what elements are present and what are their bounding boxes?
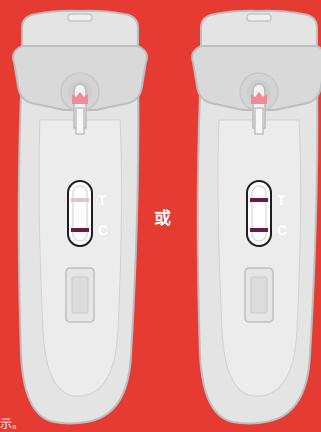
result-window-inner: [73, 186, 87, 241]
test-device-1: [13, 11, 147, 424]
swab-shaft: [76, 108, 84, 134]
or-separator: 或: [154, 211, 171, 228]
device-1-c-label: C: [98, 223, 108, 237]
swab-shaft: [255, 108, 263, 134]
device-1-t-label: T: [98, 193, 107, 207]
c-line: [250, 228, 268, 232]
device-2-t-label: T: [277, 193, 286, 207]
device-2-c-label: C: [277, 223, 287, 237]
device-inner-panel: [218, 120, 301, 396]
t-line-faint: [71, 198, 89, 202]
sample-port-inner: [72, 277, 88, 313]
result-window-inner: [252, 186, 266, 241]
c-line: [71, 228, 89, 232]
sample-port-inner: [251, 277, 267, 313]
top-slot: [68, 14, 92, 21]
device-inner-panel: [39, 120, 122, 396]
t-line-strong: [250, 198, 268, 202]
clipped-caption: 示。: [0, 418, 24, 430]
top-slot: [247, 14, 271, 21]
test-device-2: [192, 11, 321, 424]
